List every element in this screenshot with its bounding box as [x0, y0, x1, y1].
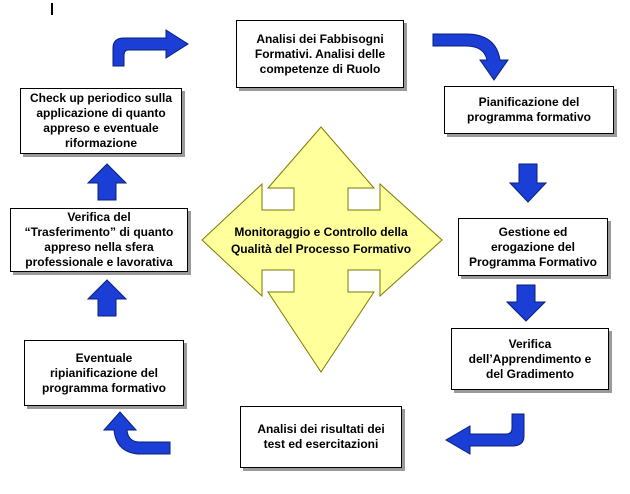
curved-arrow-down-icon	[432, 33, 509, 81]
step-gestione-erogazione: Gestione ed erogazione del Programma For…	[458, 218, 608, 276]
curved-arrow-left-bottom-icon	[445, 413, 525, 455]
step-analisi-risultati: Analisi dei risultati dei test ed eserci…	[240, 406, 402, 468]
up-arrow-1-icon	[86, 279, 128, 317]
up-arrow-2-icon	[86, 163, 128, 201]
text-cursor	[51, 3, 53, 15]
center-four-way-arrow	[201, 126, 443, 373]
curved-arrow-up-icon	[102, 411, 171, 455]
step-label: Analisi dei risultati dei test ed eserci…	[257, 422, 385, 451]
center-label: Monitoraggio e Controllo della Qualità d…	[230, 225, 412, 256]
step-analisi-fabbisogni: Analisi dei Fabbisogni Formativi. Analis…	[236, 20, 404, 88]
down-arrow-2-icon	[505, 284, 547, 322]
step-label: Eventuale ripianificazione del programma…	[41, 350, 167, 395]
step-check-up: Check up periodico sulla applicazione di…	[20, 88, 182, 154]
step-verifica-apprendimento: Verifica dell’Apprendimento e del Gradim…	[451, 328, 609, 390]
step-eventuale-ripianificazione: Eventuale ripianificazione del programma…	[24, 340, 184, 406]
step-pianificazione: Pianificazione del programma formativo	[444, 86, 614, 134]
step-verifica-trasferimento: Verifica del “Trasferimento” di quanto a…	[10, 208, 188, 272]
step-label: Verifica del “Trasferimento” di quanto a…	[24, 210, 174, 269]
step-label: Analisi dei Fabbisogni Formativi. Analis…	[254, 31, 386, 76]
step-label: Verifica dell’Apprendimento e del Gradim…	[468, 336, 592, 381]
curved-arrow-right-icon	[112, 29, 189, 67]
step-label: Gestione ed erogazione del Programma For…	[468, 224, 598, 269]
step-label: Check up periodico sulla applicazione di…	[29, 91, 173, 150]
step-label: Pianificazione del programma formativo	[466, 95, 592, 124]
down-arrow-1-icon	[508, 163, 548, 203]
